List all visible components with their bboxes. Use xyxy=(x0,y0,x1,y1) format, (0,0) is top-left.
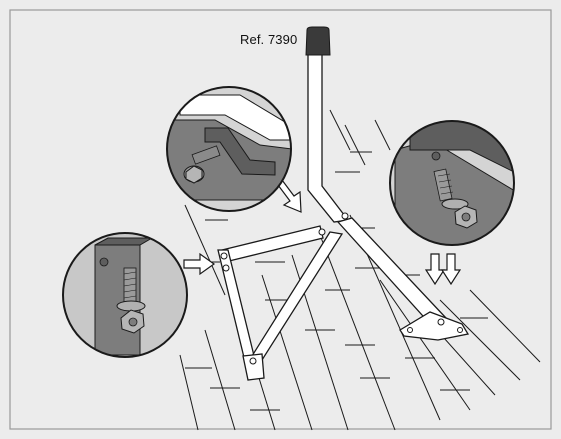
tripod-frame xyxy=(217,217,470,381)
reference-label: Ref. 7390 xyxy=(240,32,298,47)
left-foot-bolt-detail xyxy=(62,232,188,358)
indicator-arrows xyxy=(183,179,462,286)
mast-cap xyxy=(305,26,331,56)
arrow-to-left-leg xyxy=(183,252,216,276)
arrow-to-top-bracket xyxy=(277,179,302,213)
arrow-to-right-foot-b xyxy=(440,253,462,286)
arrow-to-right-foot-a xyxy=(424,253,446,286)
top-bracket-bolt-detail xyxy=(166,86,292,212)
tripod-bolts xyxy=(220,212,463,365)
